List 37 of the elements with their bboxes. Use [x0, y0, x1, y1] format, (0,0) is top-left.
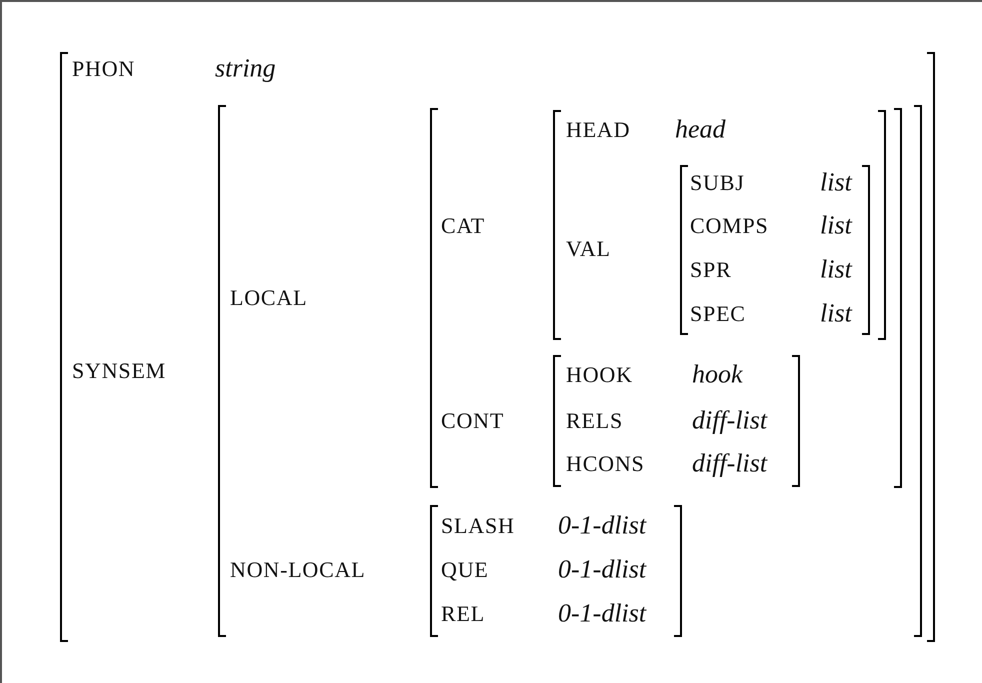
- attribute-value-matrix: [60, 52, 935, 642]
- type-value: 0-1-dlist: [558, 600, 646, 628]
- attribute-value-matrix: [553, 355, 800, 487]
- attribute-value-matrix: [553, 110, 886, 340]
- feature-name: REL: [441, 602, 485, 626]
- feature-name: NON-LOCAL: [230, 558, 366, 582]
- type-value: list: [820, 256, 852, 284]
- feature-name: SLASH: [441, 514, 515, 538]
- type-value: head: [675, 116, 726, 144]
- feature-name: CONT: [441, 408, 504, 434]
- feature-name: QUE: [441, 558, 489, 582]
- feature-name: SPEC: [690, 302, 746, 326]
- feature-name: PHON: [72, 56, 136, 82]
- feature-name: HCONS: [566, 452, 645, 476]
- feature-name: CAT: [441, 214, 485, 238]
- feature-name: SUBJ: [690, 170, 745, 196]
- type-value: list: [820, 168, 852, 198]
- type-value: string: [215, 54, 276, 84]
- feature-name: SPR: [690, 258, 732, 282]
- feature-name: VAL: [566, 236, 611, 262]
- feature-name: HOOK: [566, 362, 633, 388]
- type-value: list: [820, 212, 852, 240]
- attribute-value-matrix: [430, 505, 682, 637]
- type-value: diff-list: [692, 406, 768, 436]
- type-value: list: [820, 300, 852, 328]
- feature-name: COMPS: [690, 214, 769, 238]
- type-value: hook: [692, 360, 743, 390]
- type-value: 0-1-dlist: [558, 512, 646, 540]
- attribute-value-matrix: [430, 108, 902, 488]
- type-value: diff-list: [692, 450, 768, 478]
- feature-name: SYNSEM: [72, 358, 166, 384]
- attribute-value-matrix: [680, 165, 870, 335]
- feature-name: LOCAL: [230, 286, 308, 310]
- attribute-value-matrix: [218, 105, 922, 637]
- feature-name: HEAD: [566, 118, 630, 142]
- type-value: 0-1-dlist: [558, 556, 646, 584]
- feature-name: RELS: [566, 408, 623, 434]
